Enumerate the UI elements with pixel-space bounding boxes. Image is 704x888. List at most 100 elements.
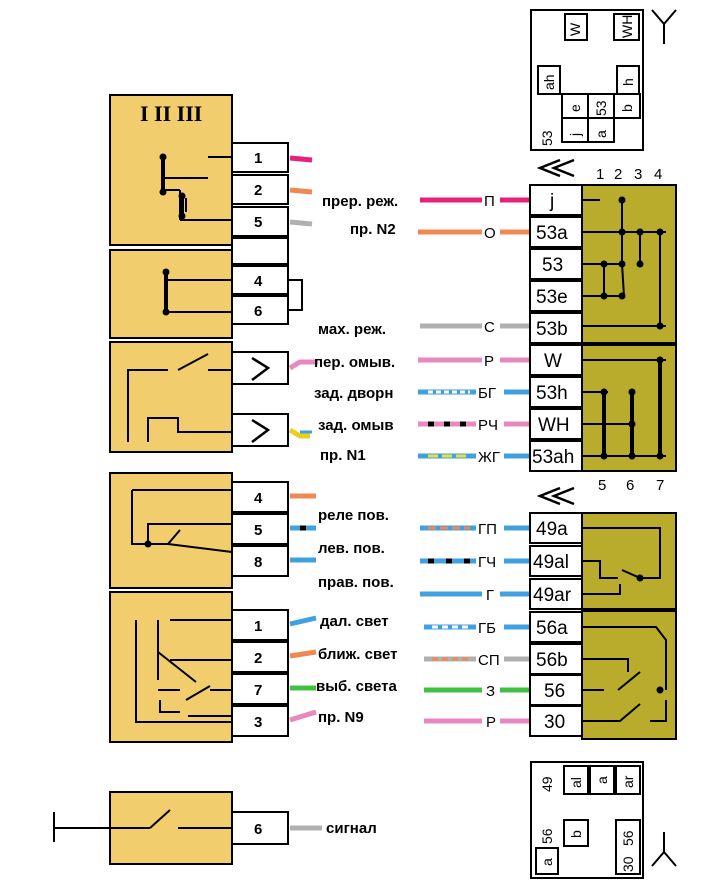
washer-switch-body (109, 341, 233, 453)
connector-top-cell-3: ah (541, 74, 557, 90)
wire-code-17: Р (486, 714, 496, 731)
column-label-6: 6 (626, 477, 634, 494)
column-label-2: 2 (614, 166, 622, 183)
terminal-label-3: 53 (542, 255, 563, 276)
chevron-right-icon (251, 356, 271, 381)
terminal-label-13: 56a (536, 618, 568, 639)
double-chevron-left-icon (536, 486, 575, 506)
wire-label-17: пр. N9 (318, 709, 364, 726)
left-pin-1: 1 (254, 150, 262, 167)
connector-top-cell-7: b (619, 104, 635, 112)
wire-code-1: П (484, 193, 495, 210)
left-pin-3: 5 (254, 214, 262, 231)
wire-label-10: реле пов. (318, 507, 389, 524)
horn-switch-body (53, 791, 233, 865)
light-switch-body (109, 591, 233, 743)
wire-label-5: мах. реж. (318, 321, 386, 338)
wire-label-14: дал. свет (320, 613, 389, 630)
wire-labels: прер. реж. пр. N2 мах. реж. пер. омыв. з… (314, 193, 398, 837)
terminal-label-16: 30 (544, 712, 565, 733)
connector-top-cell-2: WH (619, 15, 635, 38)
wire-code-2: О (484, 225, 496, 242)
terminal-label-15: 56 (544, 681, 565, 702)
wire-code-15: СП (478, 652, 500, 669)
left-pin-2: 2 (254, 182, 262, 199)
connector-bottom-cell-8: 56 (620, 830, 636, 846)
left-pin-6: 4 (254, 490, 263, 507)
wire-code-7: БГ (478, 385, 496, 402)
connector-top-cell-10: a (593, 130, 609, 138)
wire-code-16: З (486, 683, 495, 700)
wire-label-2: пр. N2 (350, 221, 396, 238)
left-pin-7: 5 (254, 522, 262, 539)
connector-bottom-cell-6: b (568, 830, 584, 838)
column-label-5: 5 (598, 477, 606, 494)
left-wire-stubs (288, 155, 322, 831)
column-label-3: 3 (634, 166, 642, 183)
connector-bottom-cell-7: 30 (620, 856, 636, 872)
washer-pump-switch-body (109, 249, 233, 339)
left-pin-4: 4 (254, 273, 263, 290)
wire-label-16: выб. света (316, 678, 397, 695)
left-pin-9: 1 (254, 618, 262, 635)
wire-codes: П О С Р БГ РЧ ЖГ ГП ГЧ Г ГБ СП З Р (476, 192, 504, 731)
left-pin-10: 2 (254, 650, 262, 667)
wire-code-6: Р (484, 353, 494, 370)
terminal-label-4: 53e (536, 287, 568, 308)
terminal-label-7: 53h (536, 383, 568, 404)
wire-label-12: прав. пов. (318, 574, 394, 591)
terminal-label-9: 53ah (532, 447, 574, 468)
column-label-4: 4 (654, 166, 662, 183)
terminal-label-1: j (549, 191, 554, 212)
connector-top-cell-6: 53 (593, 100, 609, 116)
wire-code-13: Г (486, 587, 494, 604)
terminal-label-6: W (544, 351, 562, 372)
left-pin-boxes: 1 2 5 4 6 4 5 8 1 2 7 3 6 (231, 142, 303, 845)
connector-bottom-cell-1: 49 (539, 776, 555, 792)
chevron-right-icon (251, 418, 271, 443)
wire-label-15: ближ. свет (318, 646, 397, 663)
wiper-contact-block: 1 2 3 4 5 6 7 (536, 158, 677, 494)
terminal-column-bottom: 49a 49al 49ar 56a 56b 56 30 (529, 512, 583, 737)
connector-bottom-cell-5: 56 (539, 828, 555, 844)
wire-code-12: ГЧ (478, 554, 496, 571)
wire-code-9: ЖГ (478, 449, 500, 466)
switch-positions-label: I II III (140, 101, 202, 126)
connector-top-cell-1: W (567, 22, 583, 36)
wire-label-7: зад. дворн (314, 385, 393, 402)
left-pin-5: 6 (254, 303, 262, 320)
double-chevron-left-icon (536, 158, 575, 178)
terminal-label-11: 49al (533, 552, 569, 573)
wire-code-8: РЧ (478, 417, 498, 434)
connector-top-cell-8: 53 (539, 130, 555, 146)
connector-bottom-cell-9: a (539, 858, 555, 866)
terminal-column-top: j 53a 53 53e 53b W 53h WH 53ah (529, 184, 583, 472)
wire-code-5: С (484, 319, 495, 336)
wire-label-8: зад. омыв (318, 417, 394, 434)
terminal-label-14: 56b (536, 650, 568, 671)
left-pin-13: 6 (254, 821, 262, 838)
connector-view-top: W WH ah h e 53 b 53 j a (530, 9, 677, 151)
terminal-label-12: 49ar (533, 585, 572, 606)
connector-top-cell-4: h (620, 78, 636, 86)
wire-label-6: пер. омыв. (314, 354, 395, 371)
column-label-1: 1 (596, 166, 604, 183)
wire-label-1: прер. реж. (322, 193, 398, 210)
left-pin-11: 7 (254, 682, 262, 699)
terminal-label-5: 53b (536, 319, 568, 340)
connector-bottom-cell-3: a (594, 776, 610, 784)
connector-bottom-cell-4: ar (620, 775, 636, 788)
turn-signal-switch-body (109, 472, 233, 589)
wire-code-14: ГБ (478, 620, 496, 637)
wiper-switch-body: I II III (109, 94, 233, 246)
wire-label-11: лев. пов. (318, 540, 385, 557)
wire-label-9: пр. N1 (320, 447, 366, 464)
terminal-label-10: 49a (536, 519, 568, 540)
column-label-7: 7 (656, 477, 664, 494)
left-pin-8: 8 (254, 554, 262, 571)
terminal-label-8: WH (538, 415, 570, 436)
terminal-label-2: 53a (536, 223, 568, 244)
socket-side-icon (651, 832, 677, 867)
lighting-contact-block (536, 486, 677, 740)
connector-top-cell-5: e (567, 104, 583, 112)
